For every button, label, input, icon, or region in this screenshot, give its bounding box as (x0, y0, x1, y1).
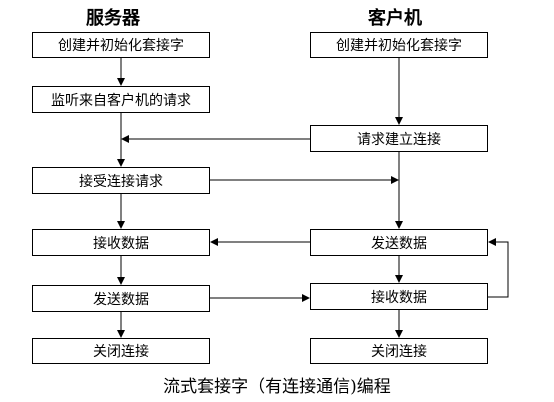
server-step-listen: 监听来自客户机的请求 (32, 86, 210, 113)
client-step-create-socket: 创建并初始化套接字 (310, 32, 488, 58)
client-heading: 客户机 (368, 8, 422, 29)
server-step-accept: 接受连接请求 (32, 167, 210, 194)
server-step-send: 发送数据 (32, 285, 210, 312)
server-step-close: 关闭连接 (32, 338, 210, 364)
server-step-receive: 接收数据 (32, 229, 210, 256)
client-step-send: 发送数据 (310, 229, 488, 256)
server-step-create-socket: 创建并初始化套接字 (32, 32, 210, 58)
server-heading: 服务器 (86, 8, 140, 29)
client-step-receive: 接收数据 (310, 283, 488, 310)
client-step-request-connect: 请求建立连接 (310, 125, 488, 152)
client-step-close: 关闭连接 (310, 338, 488, 364)
arrow-client-loop (488, 238, 509, 298)
diagram-caption: 流式套接字（有连接通信)编程 (163, 377, 391, 397)
